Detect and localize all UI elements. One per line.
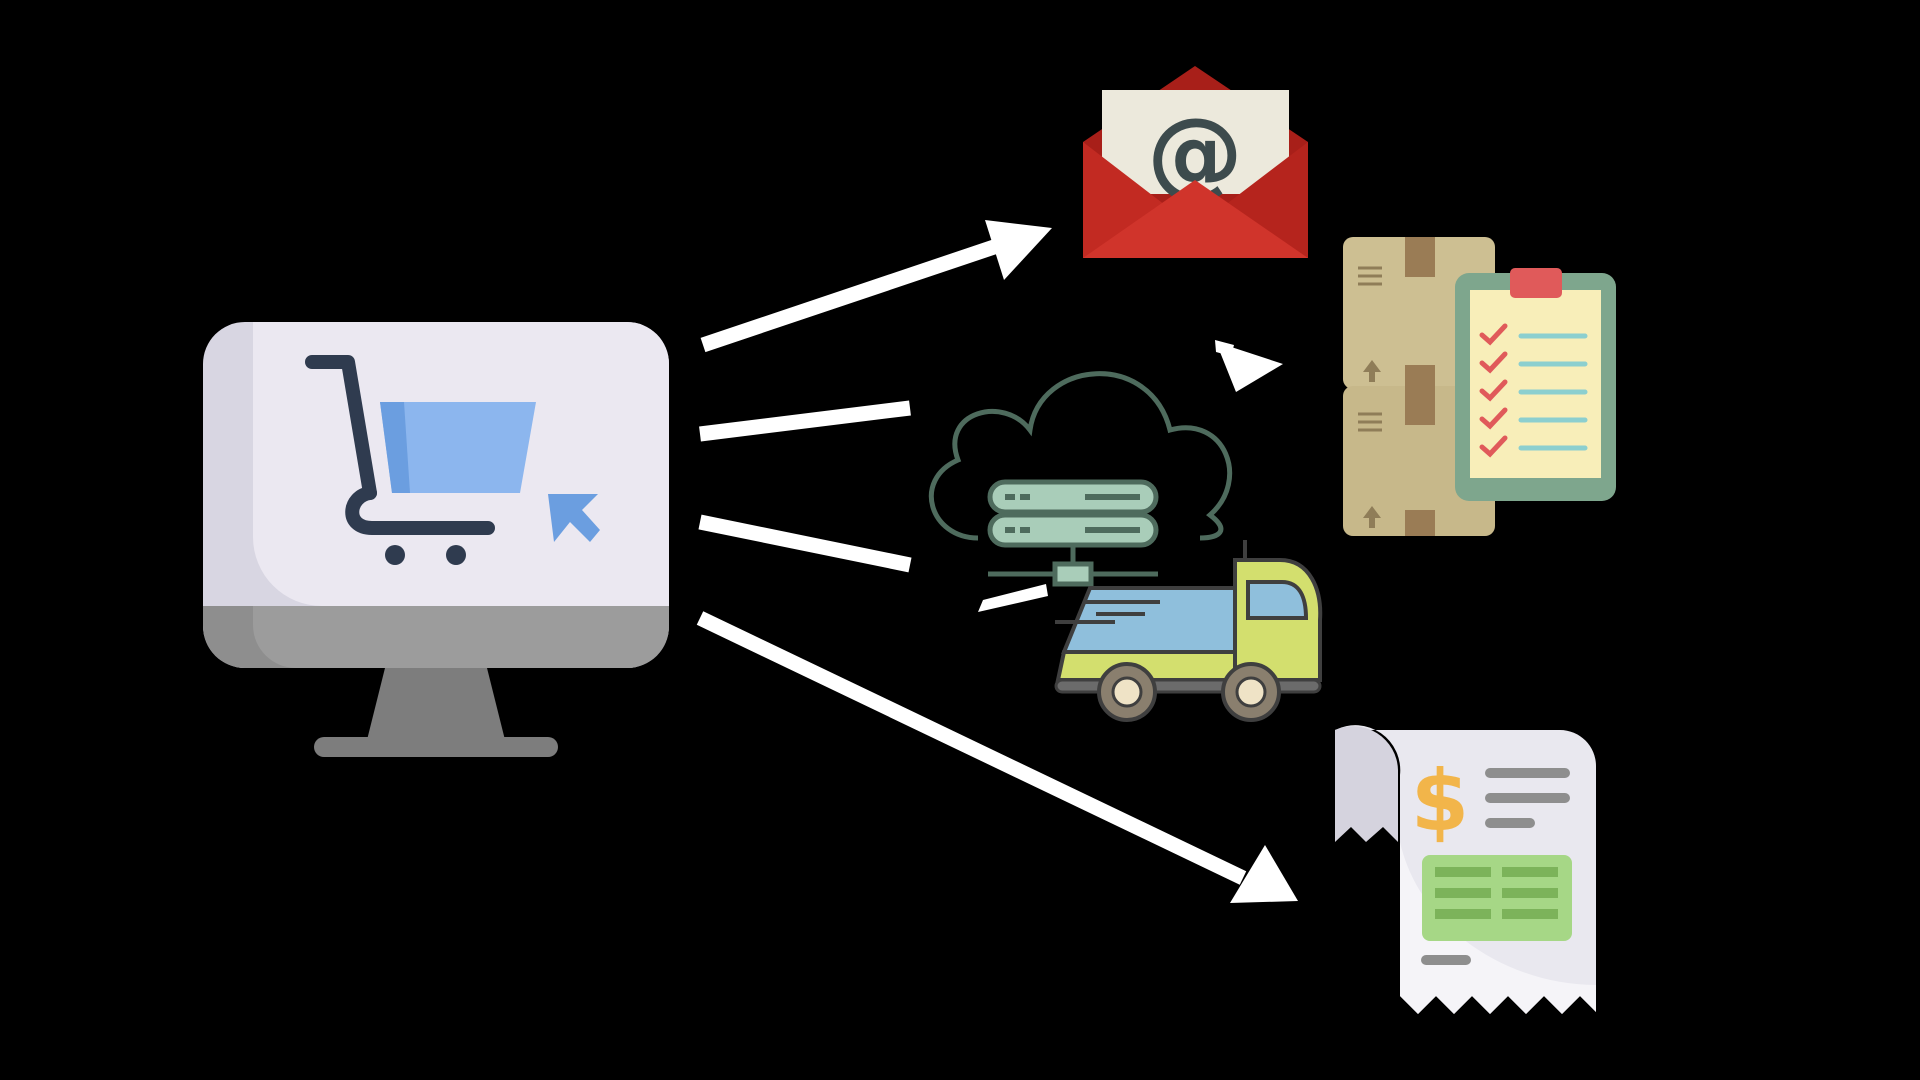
receipt-invoice-icon: $ [1335,725,1596,1014]
arrow-to-inventory [699,340,1283,442]
arrow-to-invoice [696,611,1298,903]
shopping-cart-icon [305,355,536,565]
delivery-truck-icon [1054,540,1323,722]
inventory-boxes-checklist-icon [1343,237,1616,536]
receipt-dollar-symbol: $ [1411,752,1469,850]
receipt-table [1422,855,1572,941]
arrow-to-email [700,220,1052,353]
email-envelope-icon: @ [1083,66,1308,258]
online-shopping-monitor-icon [203,322,669,757]
checklist-items [1479,323,1588,458]
cursor-arrow-icon [548,494,600,542]
checklist-clipboard-icon [1455,268,1616,501]
server-rack-icon [987,479,1159,587]
cloud-server-icon [928,371,1233,587]
arrows-layer [696,220,1298,903]
arrow-to-shipping [698,514,1048,612]
